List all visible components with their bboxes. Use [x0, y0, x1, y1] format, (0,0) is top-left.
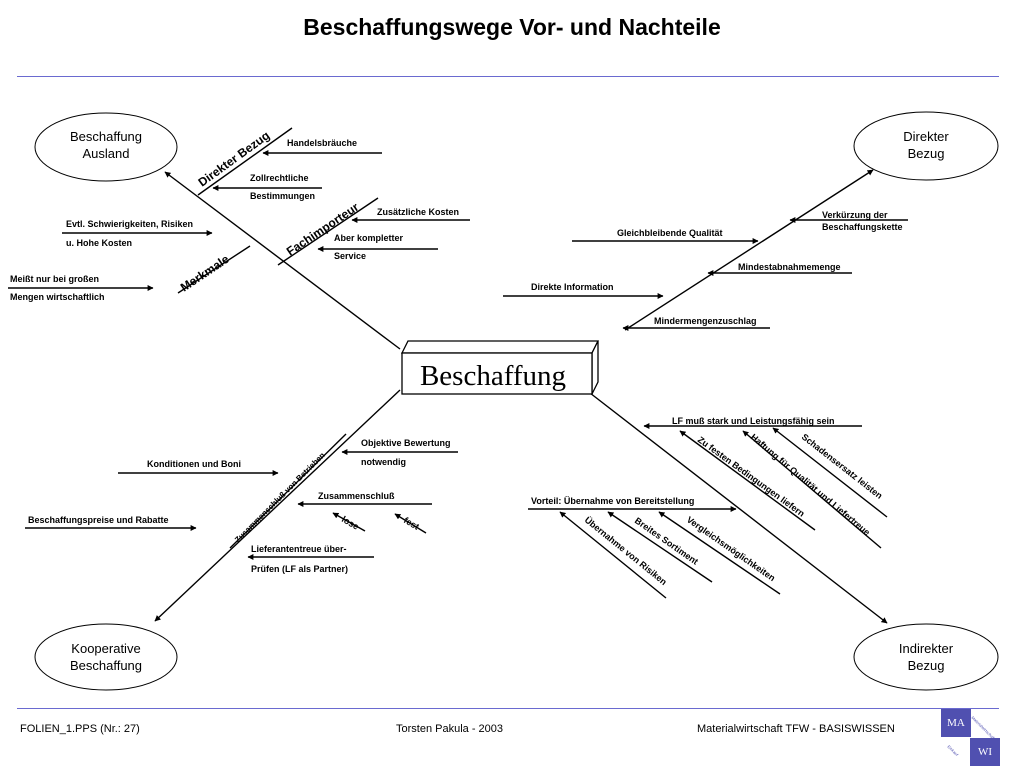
- label-mindermengen: Mindermengenzuschlag: [654, 316, 757, 326]
- footer-file-name: FOLIEN_1.PPS (Nr.: 27): [20, 723, 140, 735]
- bone-direkter-bezug: [197, 127, 293, 196]
- node-ausland-line-1: Beschaffung: [70, 129, 142, 144]
- label-mindestabnahme: Mindestabnahmemenge: [738, 262, 841, 272]
- bone-label-zusammenschluss: Zusammenschluß von Betrieben: [233, 451, 327, 545]
- arrow-fest: [394, 513, 427, 534]
- label-aber-kompletter-1: Aber kompletter: [334, 233, 404, 243]
- label-zollrechtliche-1: Zollrechtliche: [250, 173, 309, 183]
- footer-divider: [17, 708, 999, 709]
- footer-author: Torsten Pakula - 2003: [396, 723, 504, 735]
- label-feste-bedingungen: Zu festen Bedingungen liefern: [696, 435, 807, 519]
- center-box: Beschaffung: [400, 340, 600, 395]
- center-label: Beschaffung: [420, 360, 566, 392]
- arrow-breites: [607, 511, 713, 583]
- label-objektive-1: Objektive Bewertung: [361, 438, 451, 448]
- node-kooperativ-line-2: Beschaffung: [70, 658, 142, 673]
- label-direkte-info: Direkte Information: [531, 282, 614, 292]
- label-handelsbraeuche: Handelsbräuche: [287, 138, 357, 148]
- bone-fachimporteur: [277, 197, 379, 266]
- node-kooperativ: [34, 623, 178, 691]
- bone-zusammenschluss: [229, 433, 347, 549]
- label-evtl-2: u. Hohe Kosten: [66, 238, 132, 248]
- arrow-vergleich: [658, 511, 781, 595]
- footer-course: Materialwirtschaft TFW - BASISWISSEN: [697, 723, 895, 735]
- label-zusammenschluss: Zusammenschluß: [318, 491, 395, 501]
- label-meisst-2: Mengen wirtschaftlich: [10, 292, 105, 302]
- node-direkt-line-2: Bezug: [908, 146, 945, 161]
- node-indirekt-line-1: Indirekter: [899, 641, 954, 656]
- label-zusaetzliche-kosten: Zusätzliche Kosten: [377, 207, 459, 217]
- node-ausland-line-2: Ausland: [83, 146, 130, 161]
- arrow-lose: [332, 512, 366, 532]
- label-vorteil: Vorteil: Übernahme von Bereitstellung: [531, 496, 694, 506]
- logo-ma-box: MA: [941, 709, 971, 737]
- label-lose: lose: [340, 514, 361, 532]
- label-fest: fest: [402, 515, 421, 532]
- node-indirekt-line-2: Bezug: [908, 658, 945, 673]
- label-lf-muss: LF muß stark und Leistungsfähig sein: [672, 416, 835, 426]
- logo-wi-box: WI: [970, 738, 1000, 766]
- label-evtl-1: Evtl. Schwierigkeiten, Risiken: [66, 219, 193, 229]
- arrow-haftung: [742, 430, 882, 549]
- node-indirekt: [853, 623, 999, 691]
- label-meisst-1: Meißt nur bei großen: [10, 274, 99, 284]
- node-ausland: [34, 112, 178, 182]
- bone-label-merkmale: Merkmale: [178, 252, 232, 295]
- arrow-risiken: [559, 511, 667, 599]
- bone-merkmale: [177, 245, 251, 294]
- label-zollrechtliche-2: Bestimmungen: [250, 191, 315, 201]
- label-konditionen: Konditionen und Boni: [147, 459, 241, 469]
- title-divider: [17, 76, 999, 77]
- page-title: Beschaffungswege Vor- und Nachteile: [303, 14, 721, 40]
- main-line-direkt: [624, 169, 874, 331]
- label-preise: Beschaffungspreise und Rabatte: [28, 515, 169, 525]
- label-lieferantentreue-1: Lieferantentreue über-: [251, 544, 347, 554]
- node-direkt-line-1: Direkter: [903, 129, 949, 144]
- label-verkuerzung-1: Verkürzung der: [822, 210, 888, 220]
- arrow-schadensersatz: [772, 427, 888, 518]
- label-verkuerzung-2: Beschaffungskette: [822, 222, 903, 232]
- label-risiken: Übernahme von Risiken: [583, 515, 669, 587]
- node-kooperativ-line-1: Kooperative: [71, 641, 140, 656]
- main-line-kooperativ: [154, 389, 401, 622]
- label-lieferantentreue-2: Prüfen (LF als Partner): [251, 564, 348, 574]
- label-aber-kompletter-2: Service: [334, 251, 366, 261]
- arrow-feste-bedingungen: [679, 430, 816, 531]
- label-gleichbleibende: Gleichbleibende Qualität: [617, 228, 723, 238]
- main-line-indirekt: [589, 392, 888, 624]
- node-direkt: [853, 111, 999, 181]
- label-objektive-2: notwendig: [361, 457, 406, 467]
- main-line-ausland: [164, 171, 401, 350]
